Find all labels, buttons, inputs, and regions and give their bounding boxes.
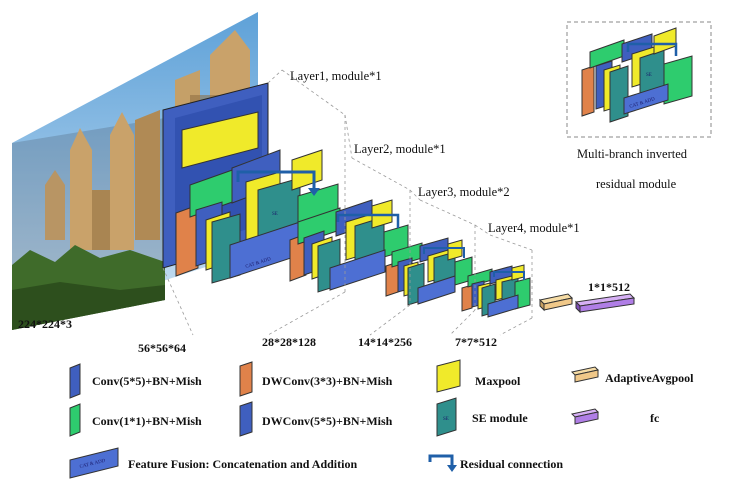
- legend-item-maxpool: Maxpool: [436, 359, 521, 393]
- legend-cat-text: CAT & ADD: [79, 459, 106, 470]
- legend-label-conv5: Conv(5*5)+BN+Mish: [92, 374, 202, 388]
- layer3-size-label: 14*14*256: [358, 335, 412, 349]
- legend-label-se: SE module: [472, 411, 528, 425]
- legend-item-dwconv5: DWConv(5*5)+BN+Mish: [239, 401, 393, 437]
- legend-item-dwconv3: DWConv(3*3)+BN+Mish: [239, 361, 393, 397]
- legend-item-se: SE SE module: [436, 397, 528, 437]
- se-text-layer1: SE: [272, 212, 278, 217]
- output-size-label: 1*1*512: [588, 280, 630, 294]
- legend-label-maxpool: Maxpool: [475, 374, 521, 388]
- legend-label-dwconv5: DWConv(5*5)+BN+Mish: [262, 414, 393, 428]
- input-size-label: 224*224*3: [18, 317, 72, 331]
- legend-item-fusion: CAT & ADD Feature Fusion: Concatenation …: [69, 447, 357, 479]
- inset-caption-line2: residual module: [596, 177, 677, 191]
- legend-label-fusion: Feature Fusion: Concatenation and Additi…: [128, 457, 357, 471]
- legend-item-avgpool: AdaptiveAvgpool: [570, 366, 694, 385]
- legend-item-fc: fc: [570, 408, 660, 425]
- layer2-size-label: 28*28*128: [262, 335, 316, 349]
- layer2-module: [289, 199, 409, 293]
- legend-se-text: SE: [443, 417, 449, 422]
- layer1-label: Layer1, module*1: [290, 69, 382, 83]
- legend-item-conv5: Conv(5*5)+BN+Mish: [69, 363, 202, 399]
- legend-item-residual: Residual connection: [428, 454, 563, 472]
- legend-label-dwconv3: DWConv(3*3)+BN+Mish: [262, 374, 393, 388]
- layer1-size-label: 56*56*64: [138, 341, 186, 355]
- inset-se-text: SE: [646, 73, 652, 78]
- adaptive-avgpool-block: [538, 293, 574, 312]
- fc-block: [574, 293, 636, 314]
- guide-lines: [162, 69, 533, 336]
- layer3-label: Layer3, module*2: [418, 185, 510, 199]
- legend-item-conv1: Conv(1*1)+BN+Mish: [69, 403, 202, 437]
- legend-label-fc: fc: [650, 411, 660, 425]
- inset-caption-line1: Multi-branch inverted: [577, 147, 688, 161]
- layer4-label: Layer4, module*1: [488, 221, 580, 235]
- layer4-size-label: 7*7*512: [455, 335, 497, 349]
- layer2-label: Layer2, module*1: [354, 142, 446, 156]
- legend-label-avgpool: AdaptiveAvgpool: [605, 371, 694, 385]
- legend-label-conv1: Conv(1*1)+BN+Mish: [92, 414, 202, 428]
- layer1-module: [175, 149, 339, 284]
- inset-panel: SE CAT & ADD: [566, 21, 712, 138]
- legend-label-residual: Residual connection: [460, 457, 563, 471]
- legend: Conv(5*5)+BN+Mish DWConv(3*3)+BN+Mish Ma…: [69, 359, 694, 479]
- layer3-module: [385, 237, 473, 306]
